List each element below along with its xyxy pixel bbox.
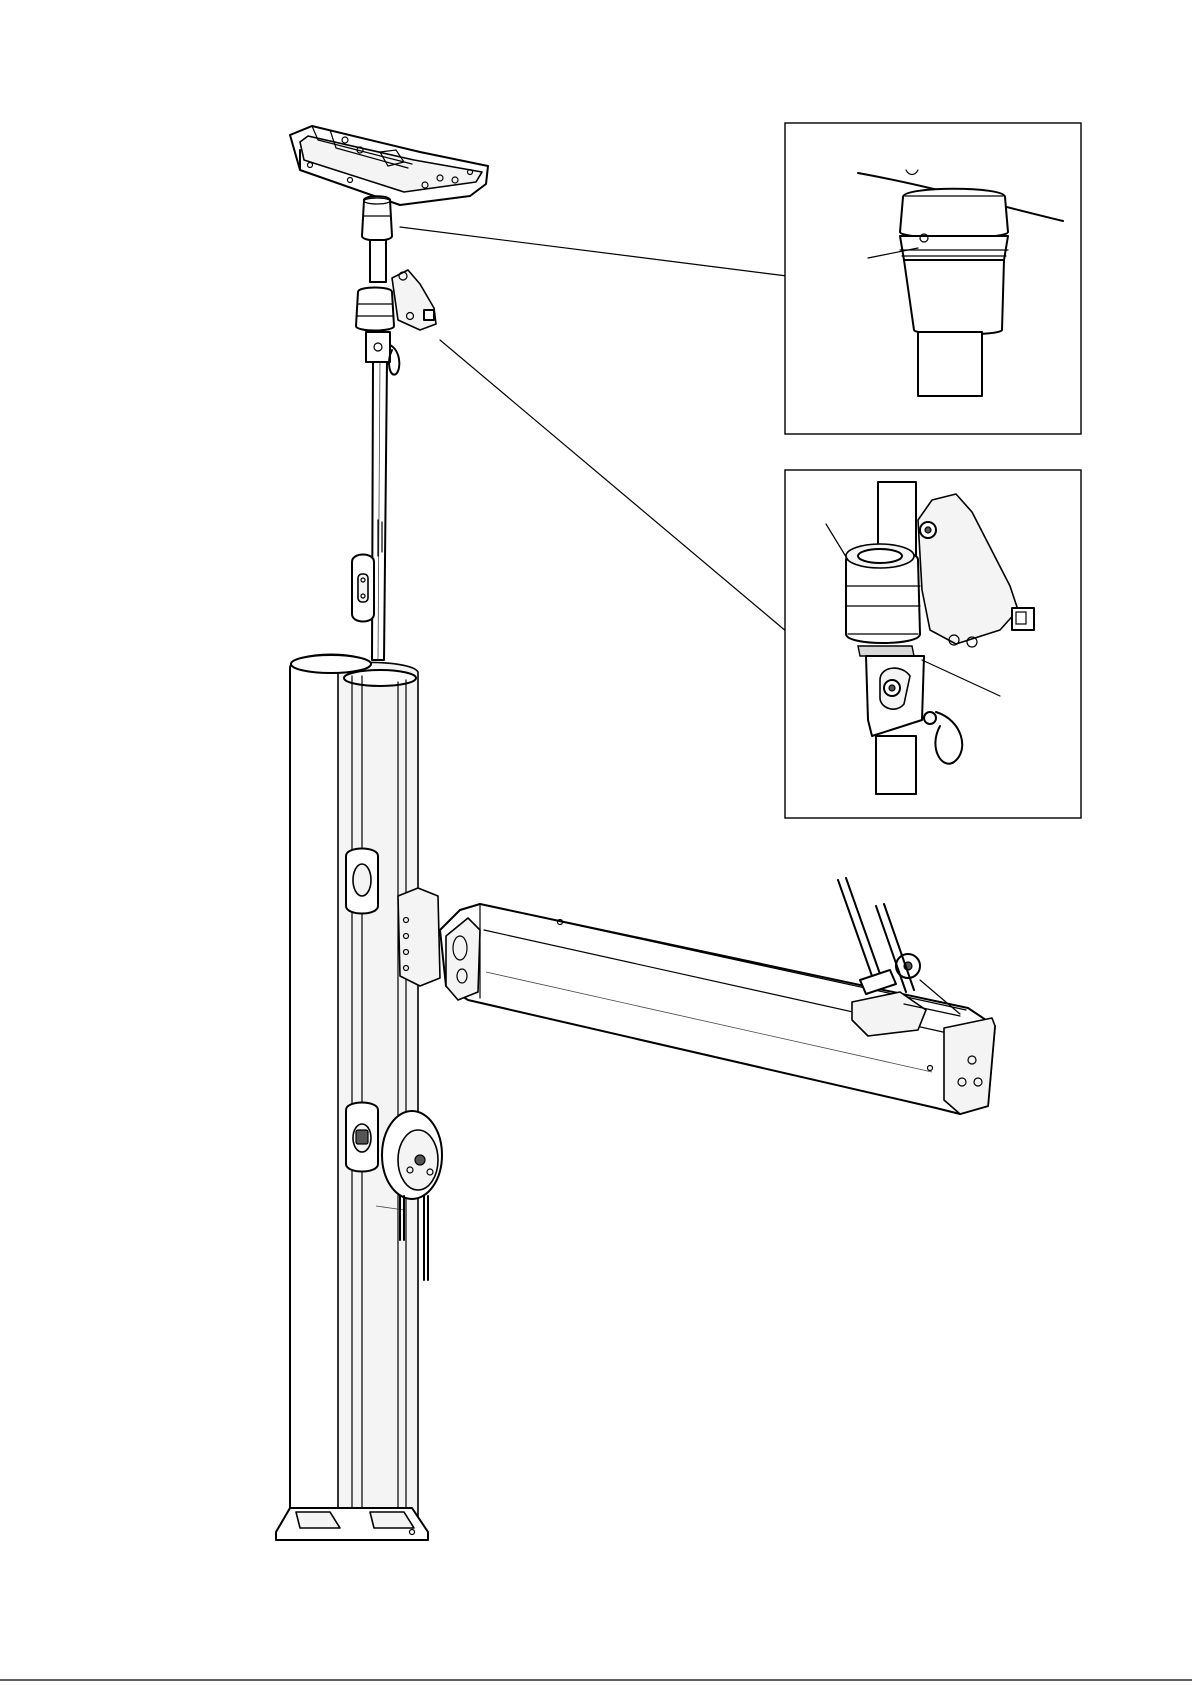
tube-lever-clamp-upper [346,849,378,914]
leader-line-collar [440,340,787,632]
tube-lever-clamp-lower [346,1103,378,1172]
main-tube [290,655,418,1521]
top-mount-bracket [290,126,488,205]
inset-collar-clamp-detail [785,470,1081,818]
inset-top-mount-detail [785,123,1081,434]
pole-lever-clamp [352,555,374,622]
leader-line-top-mount [400,227,787,276]
tube-base-foot [276,1508,428,1540]
collar-clamp [356,270,436,375]
arm-end-pulley-assembly [838,878,960,1036]
arm-hinge-bracket [398,888,440,986]
